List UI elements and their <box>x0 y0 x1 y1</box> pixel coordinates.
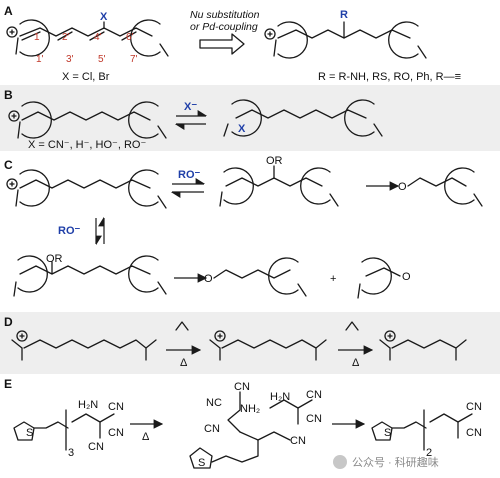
position-6p: 6' <box>126 32 134 43</box>
panel-e-product <box>371 409 473 451</box>
cn-mid-r1: CN <box>306 389 322 401</box>
nh2-mid: NH₂ <box>240 403 260 415</box>
open-arrow-icon <box>199 33 245 55</box>
panel-a-product <box>264 21 427 59</box>
nucleophile-ro-side: RO⁻ <box>58 225 81 237</box>
dithiole-ring <box>13 421 35 441</box>
panel-d-pentamethine <box>209 330 327 361</box>
panel-b-x-caption: X = CN⁻, H⁻, HO⁻, RO⁻ <box>28 139 146 151</box>
position-4p: 4' <box>94 32 102 43</box>
h2n-left: H₂N <box>78 399 98 411</box>
plus-sign: + <box>330 273 336 285</box>
section-label-c: C <box>4 158 13 172</box>
panel-c-dye <box>6 169 167 209</box>
aldehyde-o-top: O <box>398 181 407 193</box>
subscript-2: 2 <box>426 447 432 459</box>
or-bottom: OR <box>46 253 63 265</box>
cn-prod-2: CN <box>466 427 482 439</box>
positive-charge-icon <box>6 26 18 38</box>
nucleophile-x: X⁻ <box>184 101 197 113</box>
x-caption: X = Cl, Br <box>62 71 110 83</box>
panel-d-heptamethine <box>11 330 157 361</box>
cn-2: CN <box>108 427 124 439</box>
position-3p: 3' <box>66 54 74 65</box>
adduct-x: X <box>238 123 246 135</box>
panel-d-trimethine <box>379 330 467 361</box>
h2n-mid-right: H₂N <box>270 391 290 403</box>
sulfur-mid: S <box>198 457 205 469</box>
cn-mid-r3: CN <box>290 435 306 447</box>
heat-2: Δ <box>352 357 360 369</box>
polymethine-chain <box>19 27 153 37</box>
amine-reagent-2 <box>345 321 359 331</box>
section-label-d: D <box>4 315 13 329</box>
panel-c-side-hemiacetal <box>13 255 167 297</box>
sulfur-product: S <box>384 427 391 439</box>
amine-reagent-1 <box>175 321 189 331</box>
cn-mid-left: CN <box>204 423 220 435</box>
section-label-e: E <box>4 377 12 391</box>
position-1: 1 <box>34 32 40 43</box>
cn-prod-1: CN <box>466 401 482 413</box>
panel-b-dye <box>8 101 167 139</box>
or-top: OR <box>266 155 283 167</box>
position-1p: 1' <box>36 54 44 65</box>
product-right-ring <box>388 21 419 59</box>
position-2p: 2' <box>62 32 70 43</box>
panel-b-adduct <box>223 99 383 137</box>
panel-e-reactant <box>13 409 115 451</box>
n-methyl <box>15 37 19 55</box>
wechat-logo-icon <box>333 455 347 469</box>
subscript-3: 3 <box>68 447 74 459</box>
cn-3: CN <box>88 441 104 453</box>
r-caption: R = R-NH, RS, RO, Ph, R—≡ <box>318 71 461 83</box>
panel-a-starting-dye <box>6 19 169 57</box>
left-ring <box>19 19 50 57</box>
panel-e-intermediate <box>189 391 313 469</box>
arrow-caption-line1: Nu substitution <box>190 9 260 21</box>
section-label-b: B <box>4 88 13 102</box>
position-7p: 7' <box>130 54 138 65</box>
watermark: 公众号 · 科研趣味 <box>333 455 439 469</box>
product-left-ring <box>277 21 308 59</box>
nc-mid: NC <box>206 397 222 409</box>
product-r: R <box>340 9 348 21</box>
cn-mid-top: CN <box>234 381 250 393</box>
position-5p: 5' <box>98 54 106 65</box>
right-ring <box>130 19 161 57</box>
aldehyde-o-bottom: O <box>204 273 213 285</box>
arrow-caption-line2: or Pd-coupling <box>190 21 258 33</box>
panel-c-aldehyde-bottom <box>213 257 307 297</box>
substituent-x: X <box>100 11 108 23</box>
watermark-text: 公众号 · 科研趣味 <box>352 455 439 469</box>
cn-mid-r2: CN <box>306 413 322 425</box>
aldehyde-o-small: O <box>402 271 411 283</box>
nucleophile-ro-top: RO⁻ <box>178 169 201 181</box>
section-label-a: A <box>4 4 13 18</box>
heat-1: Δ <box>180 357 188 369</box>
heat-e: Δ <box>142 431 150 443</box>
panel-c-aldehyde-top <box>407 167 483 207</box>
cn-1: CN <box>108 401 124 413</box>
panel-c-hemiacetal <box>219 165 339 207</box>
sulfur-1: S <box>26 427 33 439</box>
panel-c-small-aldehyde <box>357 257 401 299</box>
band-d <box>0 312 500 374</box>
